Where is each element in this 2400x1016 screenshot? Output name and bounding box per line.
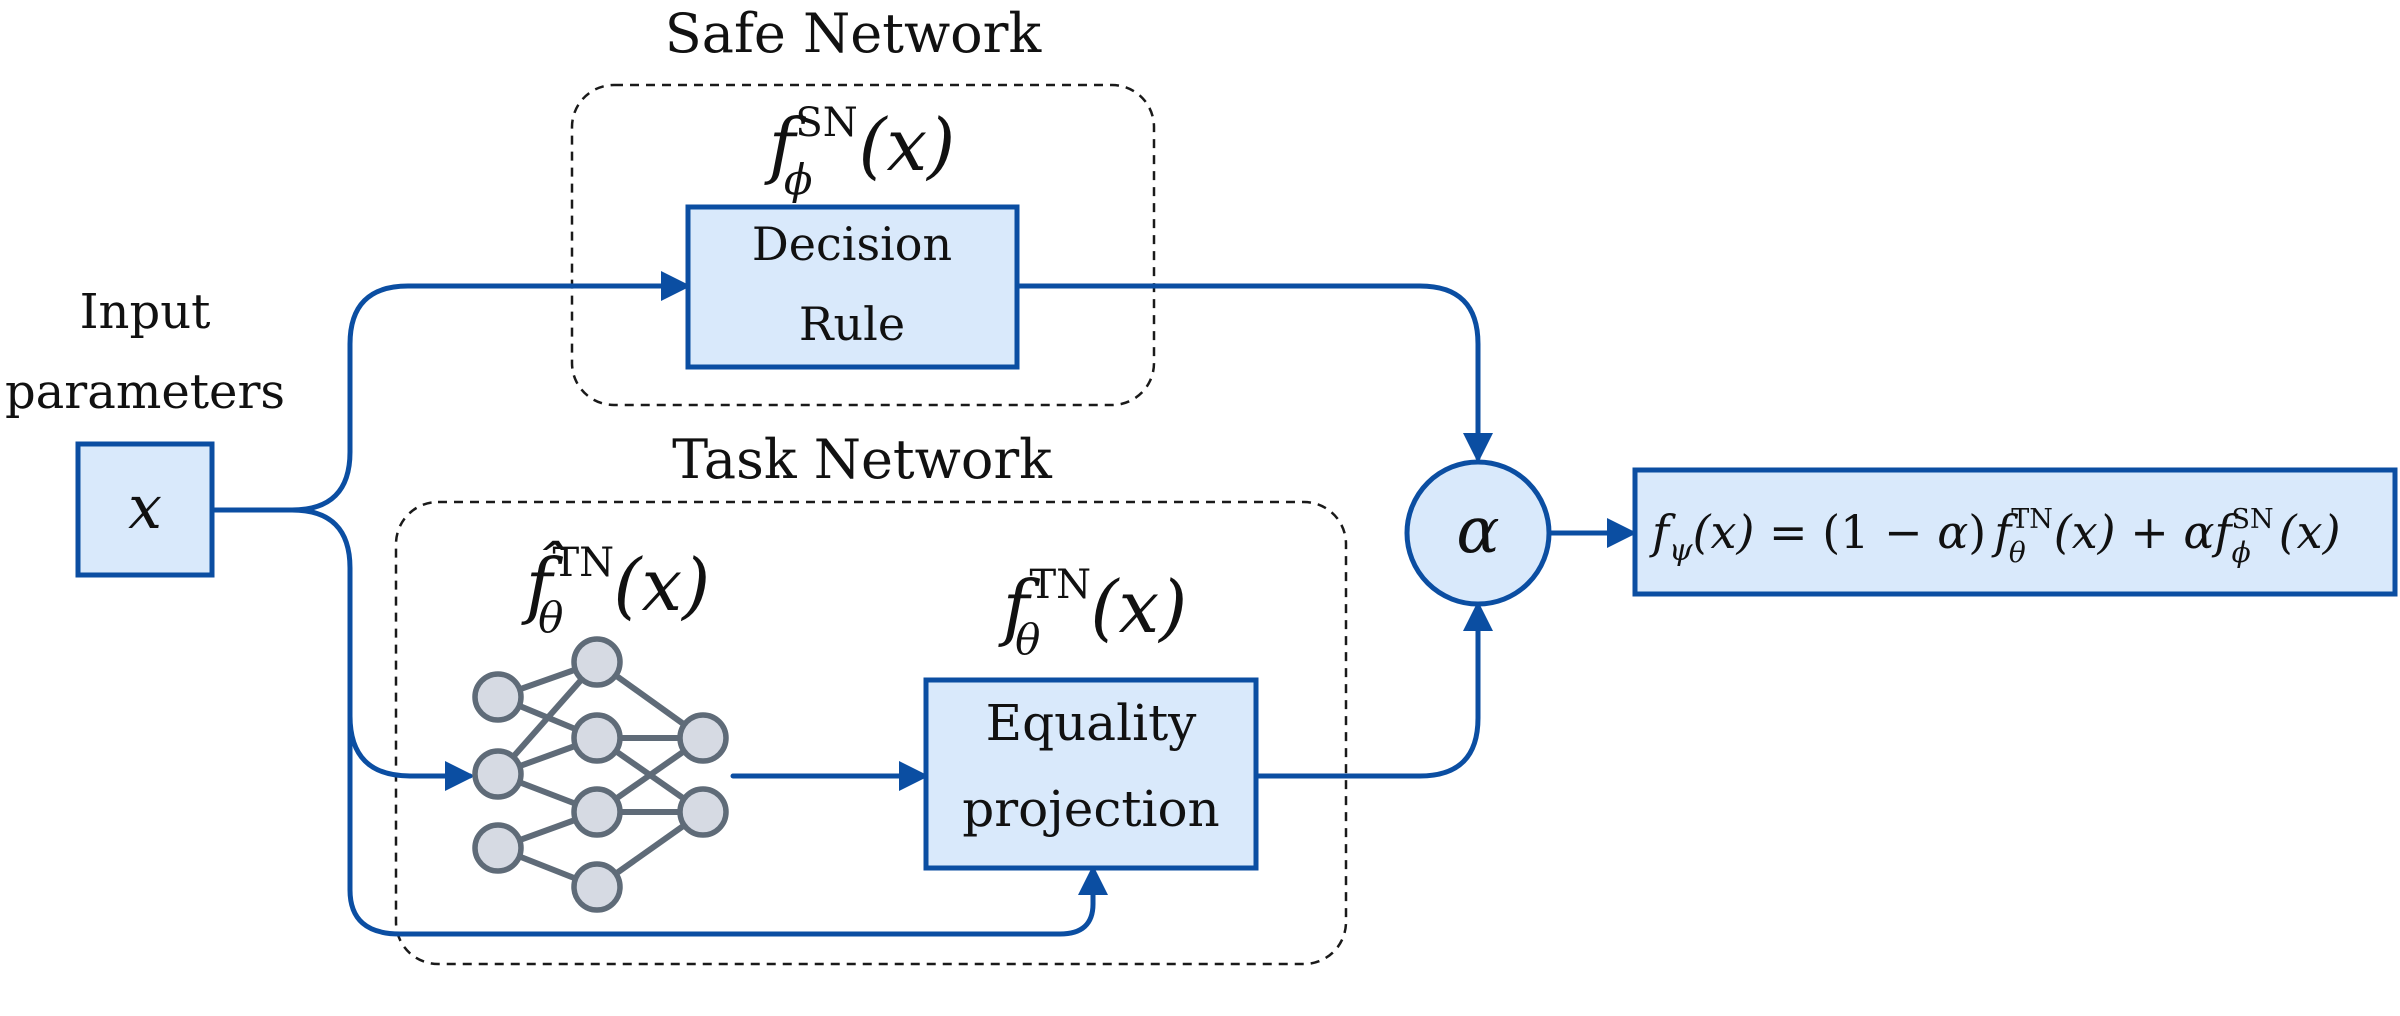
wire-input-to-equality-projection	[347, 713, 1108, 937]
wire-decision-rule-to-alpha	[1016, 283, 1493, 463]
safe-network-container	[570, 83, 1156, 407]
neural-network-icon	[472, 636, 729, 913]
safe-network-title: Safe Network	[665, 2, 1043, 65]
input-symbol: x	[128, 473, 162, 543]
task-network-title: Task Network	[672, 428, 1053, 491]
task-network-container	[394, 500, 1348, 966]
input-label-line2: parameters	[5, 364, 285, 420]
input-box	[75, 441, 215, 578]
input-label-line1: Input	[80, 284, 211, 340]
wire-input-to-neural-net	[289, 507, 475, 791]
wire-input-to-decision-rule	[209, 271, 691, 513]
decision-rule-line1: Decision	[752, 217, 952, 271]
decision-rule-line2: Rule	[799, 297, 905, 351]
alpha-mixer-node	[1404, 459, 1552, 607]
equality-projection-box	[923, 677, 1259, 871]
decision-rule-box	[685, 204, 1020, 370]
output-equation-box	[1632, 467, 2398, 597]
equality-projection-line1: Equality	[986, 694, 1198, 752]
alpha-symbol: α	[1456, 494, 1499, 568]
wire-projection-to-alpha	[1255, 601, 1493, 779]
equality-projection-line2: projection	[962, 780, 1220, 838]
connections	[209, 271, 1637, 937]
